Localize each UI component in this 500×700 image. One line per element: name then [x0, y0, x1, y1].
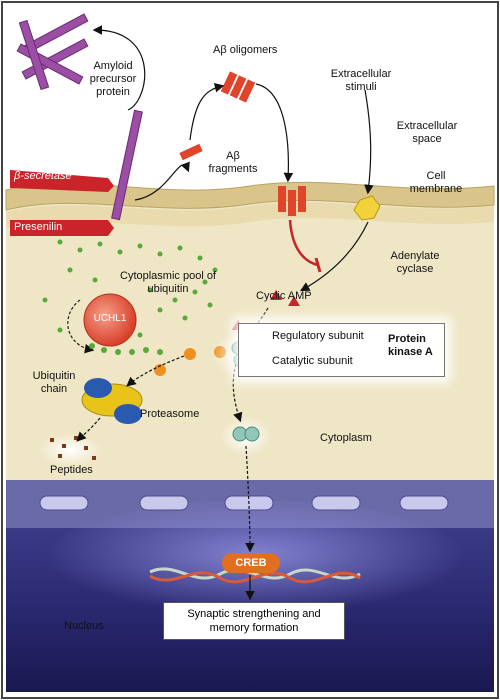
inhibition-line [288, 219, 319, 267]
abeta-fragment-shape [179, 143, 203, 161]
ubiquitin-chain-label: Ubiquitin chain [32, 370, 76, 395]
synaptic-outcome-label: Synaptic strengthening and memory format… [187, 608, 321, 634]
peptides-label: Peptides [50, 464, 93, 476]
amyloid-precursor-protein-shape [16, 13, 143, 221]
abeta-oligomers-shape [220, 71, 256, 103]
catalytic-subunit-label: Catalytic subunit [272, 355, 353, 367]
presenilin-label: Presenilin [14, 221, 63, 233]
beta-secretase-label: β-secretase [14, 170, 72, 182]
uchl1-label: UCHL1 [93, 313, 127, 324]
pathway-arrows [76, 25, 374, 601]
ubiquitin-chain-dots [89, 343, 163, 355]
catalytic-subunit-free [232, 426, 260, 442]
cytoplasm-label: Cytoplasm [320, 432, 372, 444]
protein-kinase-a-box [238, 323, 445, 377]
proteasome-label: Proteasome [140, 408, 200, 420]
inhibition-bar [314, 257, 322, 273]
presenilin-shape [10, 220, 114, 236]
beta-secretase-shape [10, 170, 114, 192]
uchl1-shape [83, 293, 137, 347]
uchl1-cycle-arrow [67, 299, 95, 354]
adenylate-cyclase-label: Adenylate cyclase [390, 250, 440, 275]
synaptic-outcome-box: Synaptic strengthening and memory format… [163, 602, 345, 640]
extracellular-stimuli-label: Extracellular stimuli [330, 68, 392, 93]
creb-label: CREB [222, 553, 280, 573]
adenylate-cyclase-shape [353, 195, 381, 221]
abeta-membrane-shape [278, 186, 306, 216]
peptides-glow [38, 434, 102, 466]
app-label: Amyloid precursor protein [89, 60, 137, 98]
ubiquitin-pool-dots [42, 239, 218, 338]
abeta-fragments-label: Aβ fragments [208, 150, 258, 175]
peptide-fragments [50, 436, 96, 460]
substrate-ball-2 [154, 364, 166, 376]
dna-helix [149, 567, 361, 584]
substrate-ball [184, 348, 196, 360]
ubiquitin-pool-label: Cytoplasmic pool of ubiquitin [120, 270, 216, 295]
cyclic-amp-label: Cyclic AMP [256, 290, 312, 302]
nuclear-pores [39, 495, 449, 511]
cell-membrane-label: Cell membrane [409, 170, 463, 195]
nucleus-label: Nucleus [64, 620, 104, 632]
abeta-oligomers-label: Aβ oligomers [213, 44, 278, 56]
protein-kinase-a-label: Protein kinase A [388, 333, 433, 358]
extracellular-space-label: Extracellular space [396, 120, 458, 145]
proteasome-shape [81, 378, 143, 424]
regulatory-subunit-label: Regulatory subunit [272, 330, 364, 342]
